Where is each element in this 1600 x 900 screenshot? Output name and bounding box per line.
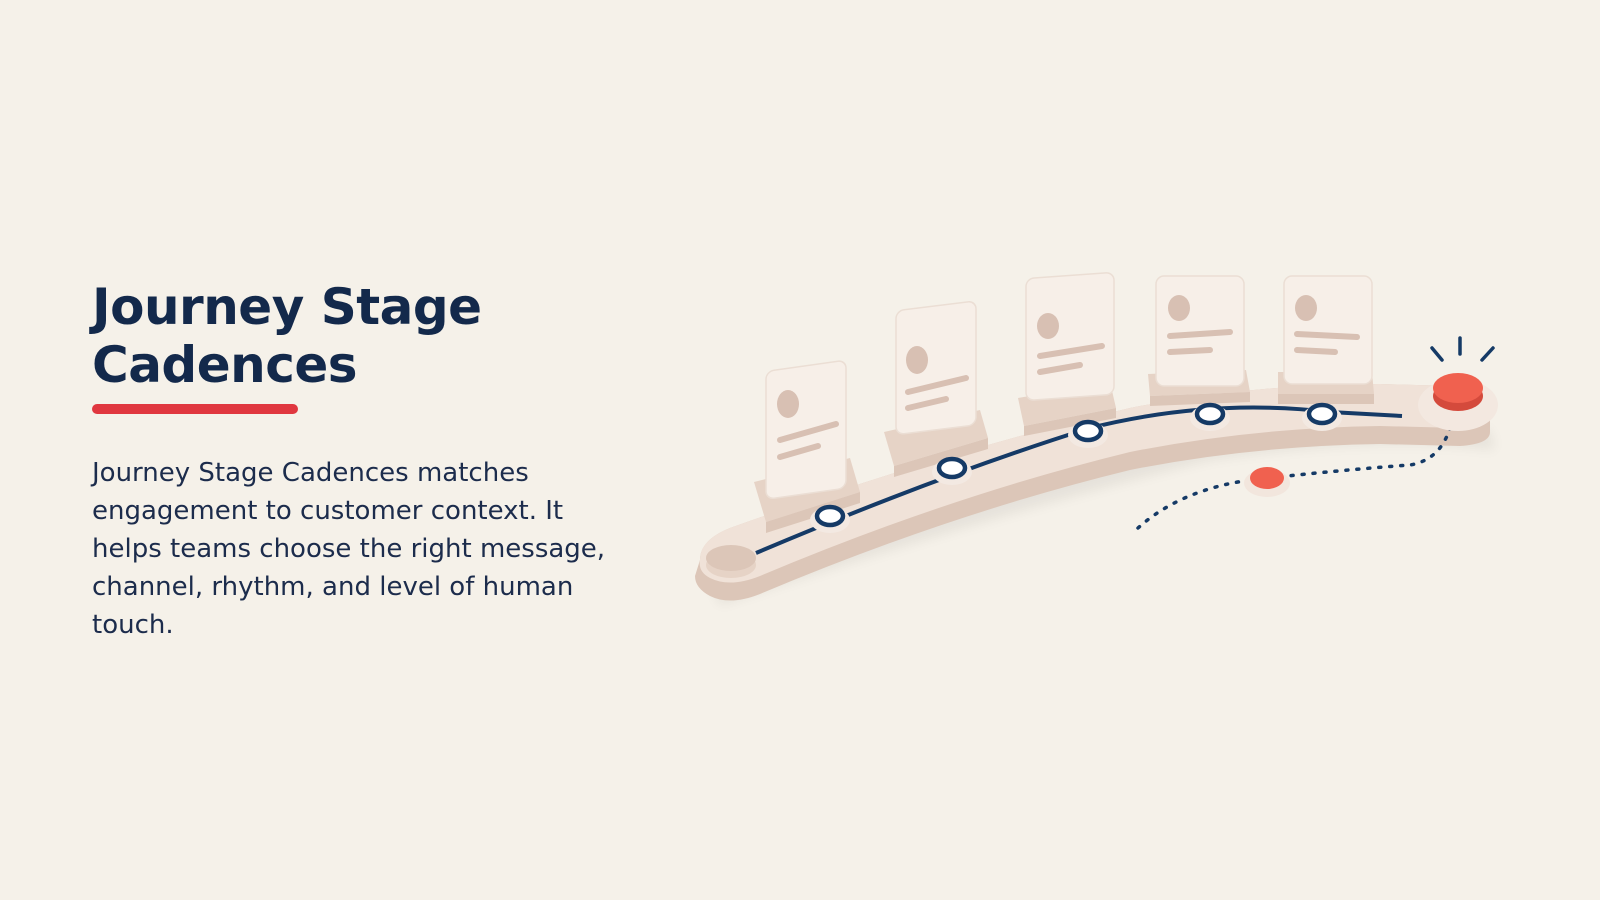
description-text: Journey Stage Cadences matches engagemen… — [92, 458, 606, 640]
sparkle-left — [1430, 346, 1444, 362]
branch-marker — [1250, 467, 1284, 489]
stage-node-4 — [1190, 402, 1230, 431]
title-line-2: Cadences — [92, 336, 358, 394]
stage-node-3 — [1068, 419, 1108, 448]
stage-node-5 — [1302, 402, 1342, 431]
stage-card-4 — [1148, 275, 1250, 406]
goal-button — [1433, 373, 1483, 403]
journey-track-illustration — [695, 272, 1498, 605]
stage-card-2 — [884, 301, 988, 477]
title-line-1: Journey Stage — [92, 278, 482, 336]
stage-card-1 — [754, 360, 860, 533]
title-underline — [92, 404, 298, 414]
stage-node-2 — [932, 456, 972, 485]
stage-card-3 — [1018, 272, 1116, 436]
track-side — [695, 384, 1490, 601]
page-title: Journey Stage Cadences — [92, 278, 652, 394]
stage-card-5 — [1278, 275, 1374, 404]
text-block: Journey Stage Cadences Journey Stage Cad… — [92, 278, 652, 644]
sparkle-right — [1480, 346, 1495, 362]
stage-node-1 — [810, 504, 850, 533]
start-button — [706, 545, 756, 571]
